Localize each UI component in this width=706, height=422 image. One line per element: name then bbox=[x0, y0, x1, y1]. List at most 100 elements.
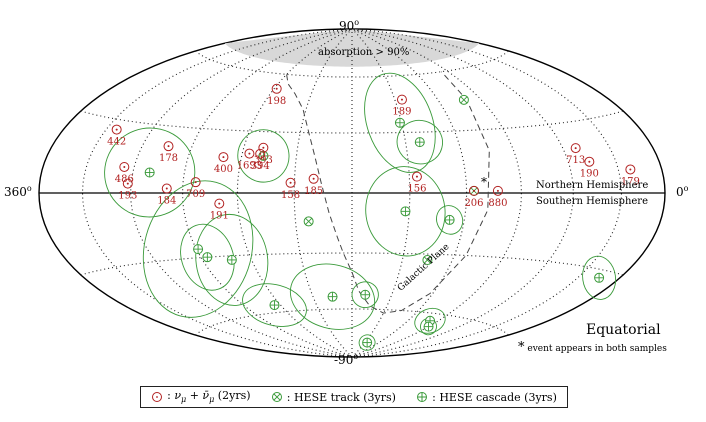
absorption-label: absorption > 90% bbox=[318, 47, 410, 58]
numu-marker-dot bbox=[472, 189, 475, 192]
numu-marker-dot bbox=[123, 165, 126, 168]
cascade-error-ellipse bbox=[289, 263, 376, 330]
northern-hemisphere-label: Northern Hemisphere bbox=[536, 180, 649, 191]
legend-item-track: : HESE track (3yrs) bbox=[271, 391, 396, 404]
numu-marker bbox=[163, 141, 174, 152]
cascade-error-ellipse bbox=[195, 213, 269, 306]
dec-top-label: 90o bbox=[339, 18, 360, 33]
circle-plus-icon bbox=[417, 392, 428, 402]
numu-marker bbox=[244, 148, 255, 159]
grid-parallel bbox=[195, 308, 509, 336]
circle-dot-icon bbox=[152, 392, 163, 402]
numu-event-label: 184 bbox=[157, 196, 176, 207]
grid-parallel bbox=[80, 110, 624, 134]
numu-event-label: 191 bbox=[210, 211, 229, 222]
numu-event-label: 442 bbox=[107, 137, 126, 148]
numu-event-label: 179 bbox=[621, 176, 640, 187]
numu-event-label: 178 bbox=[159, 153, 178, 164]
numu-marker bbox=[570, 143, 581, 154]
numu-marker-dot bbox=[194, 181, 197, 184]
legend: : νμ + ν̄μ (2yrs) : HESE track (3yrs) : … bbox=[140, 386, 568, 408]
numu-marker-dot bbox=[496, 189, 499, 192]
numu-marker-dot bbox=[262, 146, 265, 149]
numu-marker bbox=[411, 171, 422, 182]
galactic-plane bbox=[286, 71, 490, 314]
shared-event-star: * bbox=[481, 175, 487, 189]
numu-marker bbox=[214, 198, 225, 209]
numu-marker bbox=[255, 148, 266, 159]
numu-event-label: 156 bbox=[407, 184, 426, 195]
numu-event-label: 486 bbox=[115, 174, 134, 185]
numu-event-label: 880 bbox=[488, 198, 507, 209]
numu-marker bbox=[271, 83, 282, 94]
grid-parallel bbox=[195, 50, 509, 78]
numu-marker bbox=[122, 178, 133, 189]
numu-marker bbox=[285, 177, 296, 188]
numu-event-label: 713 bbox=[566, 155, 585, 166]
numu-marker bbox=[111, 124, 122, 135]
numu-marker bbox=[258, 142, 269, 153]
numu-event-label: 189 bbox=[392, 107, 411, 118]
cascade-error-ellipse bbox=[351, 281, 379, 309]
numu-event-label: 393 bbox=[254, 155, 273, 166]
numu-marker bbox=[468, 185, 479, 196]
ra-right-label: 0o bbox=[676, 184, 689, 199]
circle-x-icon bbox=[271, 392, 282, 402]
numu-event-label: 400 bbox=[214, 164, 233, 175]
numu-event-label: 1693 bbox=[237, 161, 262, 172]
cascade-error-ellipse bbox=[396, 119, 443, 165]
numu-marker-dot bbox=[167, 145, 170, 148]
numu-marker-dot bbox=[312, 177, 315, 180]
numu-marker-dot bbox=[218, 202, 221, 205]
numu-marker-dot bbox=[248, 152, 251, 155]
ra-left-label: 360o bbox=[4, 184, 32, 199]
absorption-region bbox=[224, 29, 480, 67]
numu-event-label: 709 bbox=[186, 189, 205, 200]
legend-item-numu: : νμ + ν̄μ (2yrs) bbox=[151, 389, 251, 405]
numu-marker-dot bbox=[259, 152, 262, 155]
southern-hemisphere-label: Southern Hemisphere bbox=[536, 196, 648, 207]
numu-marker bbox=[584, 156, 595, 167]
numu-marker bbox=[119, 161, 130, 172]
numu-event-label: 198 bbox=[267, 96, 286, 107]
grid-parallel bbox=[80, 252, 624, 276]
cascade-error-ellipse bbox=[104, 127, 196, 218]
numu-marker bbox=[308, 173, 319, 184]
footnote: * event appears in both samples bbox=[518, 340, 667, 355]
cascade-error-ellipse bbox=[142, 180, 254, 318]
cascade-error-ellipse bbox=[436, 205, 464, 235]
track-marker-b bbox=[460, 96, 468, 104]
numu-marker-dot bbox=[400, 98, 403, 101]
numu-marker bbox=[625, 164, 636, 175]
numu-marker-dot bbox=[222, 156, 225, 159]
numu-marker-dot bbox=[574, 147, 577, 150]
legend-item-cascade: : HESE cascade (3yrs) bbox=[416, 391, 557, 404]
track-marker-b bbox=[305, 217, 313, 225]
numu-event-label: 190 bbox=[580, 169, 599, 180]
cascade-error-ellipse bbox=[242, 283, 307, 327]
numu-marker bbox=[218, 152, 229, 163]
numu-marker-dot bbox=[629, 168, 632, 171]
numu-event-label: 185 bbox=[304, 186, 323, 197]
grid-meridian bbox=[236, 28, 353, 358]
numu-marker-dot bbox=[126, 182, 129, 185]
numu-marker-dot bbox=[289, 181, 292, 184]
numu-marker-dot bbox=[115, 128, 118, 131]
numu-marker bbox=[492, 185, 503, 196]
numu-event-label: 206 bbox=[464, 198, 483, 209]
grid-meridian bbox=[182, 28, 353, 358]
grid-meridian bbox=[351, 28, 468, 358]
cascade-error-ellipse bbox=[358, 334, 376, 351]
cascade-error-ellipse bbox=[582, 255, 617, 300]
cascade-error-ellipse bbox=[364, 72, 436, 173]
numu-marker bbox=[396, 94, 407, 105]
numu-marker-dot bbox=[165, 187, 168, 190]
numu-marker bbox=[161, 183, 172, 194]
numu-marker-dot bbox=[275, 87, 278, 90]
dec-bottom-label: -90o bbox=[334, 352, 359, 367]
track-marker-b bbox=[423, 256, 431, 264]
cascade-error-ellipse bbox=[365, 166, 446, 257]
numu-marker-dot bbox=[415, 175, 418, 178]
chart-title: Equatorial bbox=[586, 322, 661, 338]
